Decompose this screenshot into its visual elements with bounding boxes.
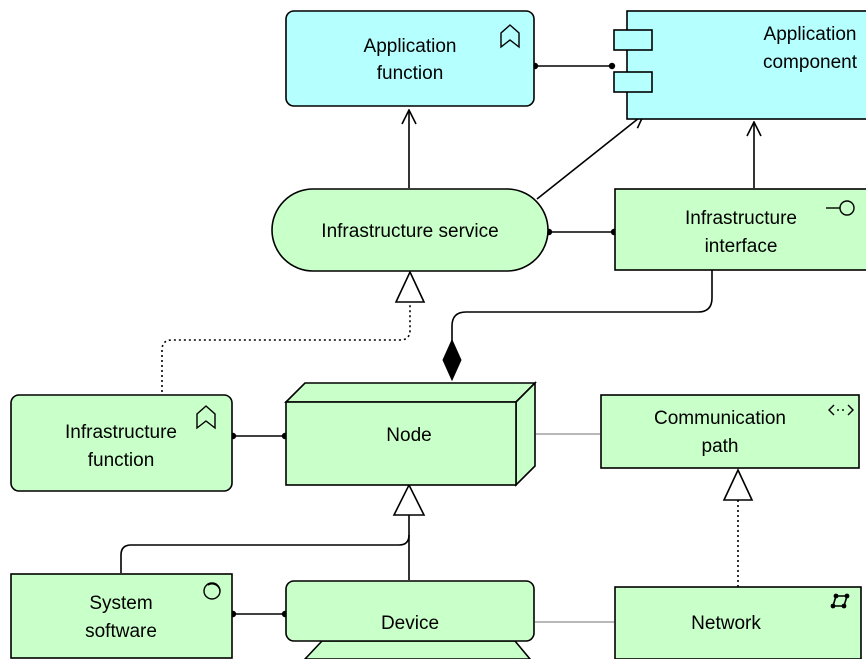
- infrastructure-interface-label-line1: Infrastructure: [685, 208, 797, 229]
- application-function-element[interactable]: Application function: [285, 10, 535, 107]
- network-label: Network: [691, 613, 761, 634]
- system-software-label-line1: System: [89, 593, 152, 614]
- connections: [120, 62, 754, 623]
- specialization-connector[interactable]: [120, 534, 410, 573]
- infrastructure-interface-label-line2: interface: [705, 236, 778, 257]
- communication-path-box: [600, 394, 860, 469]
- system-software-box: [10, 573, 233, 659]
- specialization-arrowhead: [392, 483, 426, 516]
- infrastructure-service-element[interactable]: Infrastructure service: [271, 188, 549, 272]
- system-software-label-line2: software: [85, 621, 157, 642]
- infrastructure-service-label: Infrastructure service: [321, 221, 498, 242]
- node-element[interactable]: Node: [284, 381, 537, 487]
- application-function-label-line1: Application: [364, 36, 457, 57]
- system-software-element[interactable]: System software: [10, 573, 233, 659]
- infrastructure-interface-box: [614, 188, 866, 271]
- function-icon: [500, 24, 520, 49]
- infrastructure-function-element[interactable]: Infrastructure function: [10, 394, 233, 492]
- network-icon: [830, 593, 850, 609]
- communication-path-label-line2: path: [702, 436, 739, 457]
- infrastructure-function-label-line2: function: [88, 450, 155, 471]
- realization-arrowhead: [722, 468, 754, 501]
- network-box: [614, 586, 862, 659]
- realization-arrowhead: [394, 270, 426, 303]
- infrastructure-function-label-line1: Infrastructure: [65, 422, 177, 443]
- realization-connector[interactable]: [161, 303, 411, 392]
- application-component-box: [626, 10, 866, 120]
- node-top-face: [284, 382, 537, 403]
- function-icon: [196, 405, 216, 430]
- application-function-box: [285, 10, 535, 107]
- node-side-face: [515, 381, 536, 487]
- node-front-face: [285, 401, 517, 486]
- composition-connector[interactable]: [451, 270, 713, 346]
- application-function-label-line2: function: [377, 63, 444, 84]
- device-box: [285, 580, 535, 642]
- component-icon-tab-bottom: [613, 71, 653, 93]
- application-component-label-line1: Application: [764, 24, 857, 45]
- interface-icon: [826, 200, 855, 216]
- communication-path-icon: [828, 404, 854, 416]
- network-element[interactable]: Network: [614, 586, 862, 659]
- application-component-element[interactable]: Application component: [613, 10, 866, 120]
- device-label: Device: [381, 613, 439, 634]
- used-by-connector[interactable]: [536, 114, 644, 200]
- composition-diamond: [442, 338, 462, 382]
- application-component-label-line2: component: [763, 52, 858, 73]
- device-stand: [303, 640, 532, 659]
- system-software-icon: [203, 582, 221, 600]
- communication-path-element[interactable]: Communication path: [600, 394, 860, 469]
- device-element[interactable]: Device: [285, 580, 535, 659]
- infrastructure-service-box: [271, 188, 549, 272]
- component-icon-tab-top: [613, 29, 653, 51]
- infrastructure-function-box: [10, 394, 233, 492]
- infrastructure-interface-element[interactable]: Infrastructure interface: [614, 188, 866, 271]
- node-label: Node: [386, 425, 431, 446]
- communication-path-label-line1: Communication: [654, 408, 786, 429]
